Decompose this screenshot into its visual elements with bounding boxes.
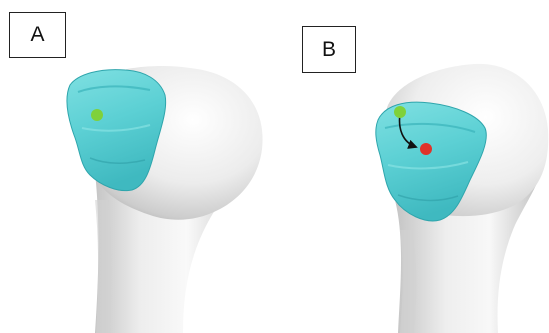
panel-label-a: A (9, 12, 66, 58)
marker-green-a (91, 109, 103, 121)
panel-label-a-text: A (30, 23, 44, 47)
panel-label-b-text: B (322, 38, 336, 62)
marker-green-b (394, 106, 406, 118)
panel-label-b: B (302, 26, 356, 73)
marker-red-b (420, 143, 432, 155)
